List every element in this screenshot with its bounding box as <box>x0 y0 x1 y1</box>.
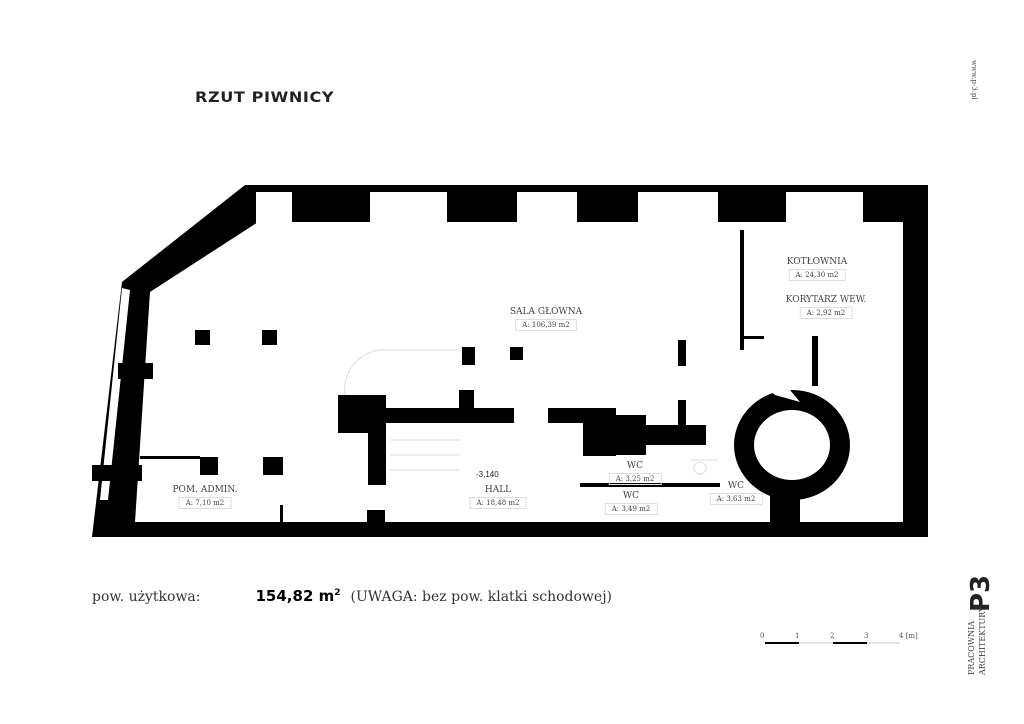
scale-tick: 2 <box>830 632 835 640</box>
logo-line-1: PRACOWNIA <box>967 620 976 675</box>
pillars <box>92 330 686 481</box>
stair-tower <box>734 382 850 500</box>
room-area: A: 3,63 m2 <box>709 493 763 505</box>
room-area: A: 2,92 m2 <box>799 307 853 319</box>
room-hall: HALL A: 18,48 m2 <box>469 485 527 509</box>
usable-area-note: (UWAGA: bez pow. klatki schodowej) <box>350 589 613 605</box>
room-area: A: 18,48 m2 <box>469 497 527 509</box>
room-name: POM. ADMIN. <box>172 485 238 495</box>
room-name: KORYTARZ WEW. <box>785 295 867 305</box>
room-area: A: 7,10 m2 <box>178 497 232 509</box>
website-label: www.p-3.pl <box>970 60 978 100</box>
room-wc-1: WC A: 3,25 m2 <box>608 461 662 485</box>
window-recesses <box>100 192 863 500</box>
furniture-outlines <box>344 349 718 475</box>
room-area: A: 106,39 m2 <box>515 319 577 331</box>
room-name: HALL <box>484 485 512 495</box>
scale-tick: 4 [m] <box>899 632 918 640</box>
room-sala-glowna: SALA GŁÓWNA A: 106,39 m2 <box>510 307 582 331</box>
room-pom-admin: POM. ADMIN. A: 7,10 m2 <box>172 485 238 509</box>
sheet-title: RZUT PIWNICY <box>195 90 335 106</box>
room-name: WC <box>622 491 640 501</box>
scale-bar-segment <box>833 642 867 644</box>
room-wc-3: WC A: 3,63 m2 <box>709 481 763 505</box>
scale-bar-track <box>765 642 900 644</box>
scale-tick: 1 <box>795 632 800 640</box>
room-name: KOTŁOWNIA <box>786 257 848 267</box>
scale-bar-segment <box>765 642 799 644</box>
usable-area-value: 154,82 m2 <box>256 587 341 605</box>
room-name: WC <box>626 461 644 471</box>
room-wc-2: WC A: 3,49 m2 <box>604 491 658 515</box>
room-name: WC <box>727 481 745 491</box>
level-marker: -3,140 <box>476 470 499 479</box>
usable-area-number: 154,82 m <box>255 587 335 605</box>
scale-tick: 0 <box>760 632 765 640</box>
room-korytarz: KORYTARZ WEW. A: 2,92 m2 <box>785 295 867 319</box>
room-area: A: 3,25 m2 <box>608 473 662 485</box>
room-area: A: 24,30 m2 <box>788 269 846 281</box>
scale-tick: 3 <box>864 632 869 640</box>
usable-area-summary: pow. użytkowa: 154,82 m2 (UWAGA: bez pow. … <box>92 587 612 605</box>
logo-line-2: ARCHITEKTURY <box>978 606 987 675</box>
usable-area-label: pow. użytkowa: <box>92 589 201 605</box>
room-name: SALA GŁÓWNA <box>509 307 583 317</box>
interior-floor <box>135 222 903 522</box>
room-area: A: 3,49 m2 <box>604 503 658 515</box>
room-kotlownia: KOTŁOWNIA A: 24,30 m2 <box>787 257 847 281</box>
interior-walls <box>140 230 818 525</box>
usable-area-unit-exponent: 2 <box>334 588 341 598</box>
